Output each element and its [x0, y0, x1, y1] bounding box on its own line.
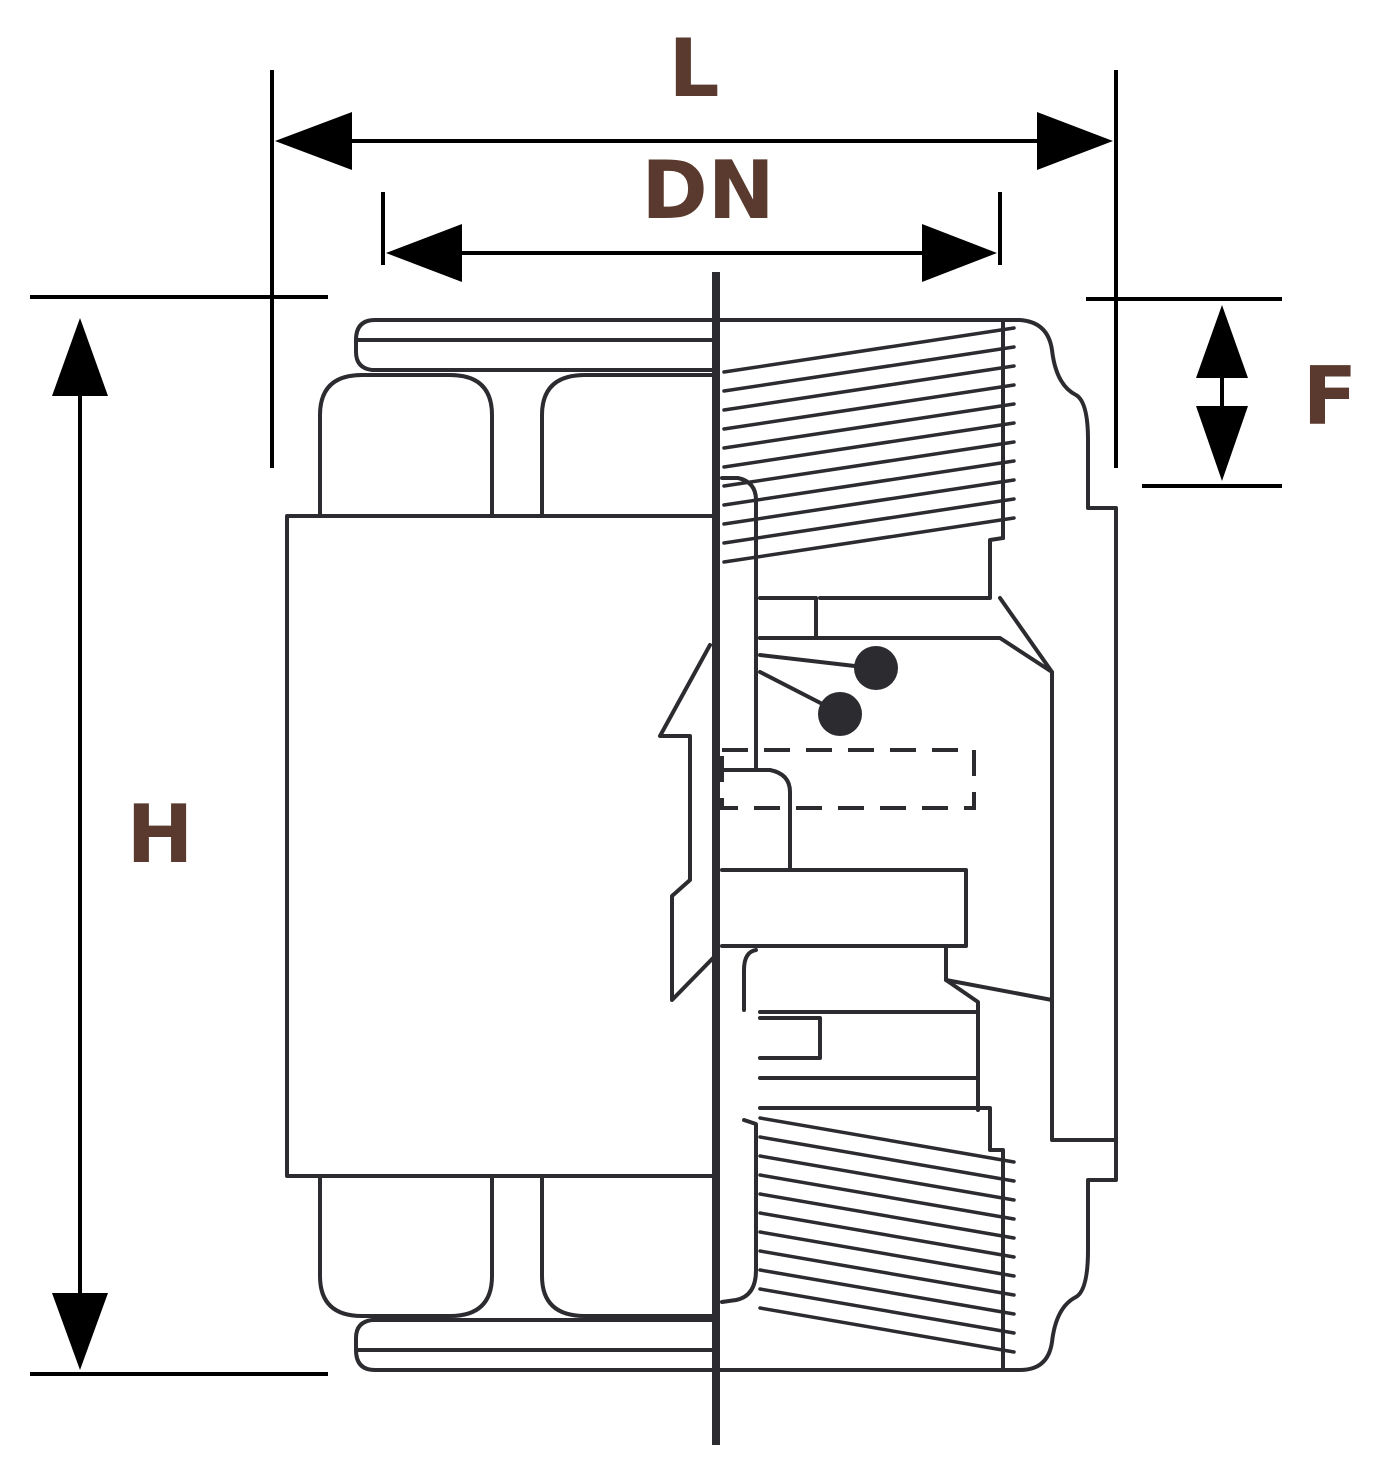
pin-upper	[758, 653, 874, 670]
thread-line-lower-4	[758, 1192, 1016, 1240]
arrowhead-dn-left	[386, 224, 462, 282]
thread-line-lower-1	[758, 1135, 1016, 1183]
thread-line-upper-2	[722, 364, 1016, 412]
thread-line-upper-4	[722, 402, 1016, 450]
lower-stem-shoulder	[742, 948, 758, 1012]
arrowhead-dn-right	[922, 224, 997, 282]
arrowhead-bottom	[52, 1293, 108, 1370]
bottom-hex-flat-left	[318, 1174, 494, 1318]
lower-thread-boundary	[758, 1106, 1005, 1372]
label-height: H	[127, 788, 194, 881]
spring-seat	[720, 768, 792, 872]
thread-line-upper-8	[722, 478, 1016, 526]
top-hex-flat-left	[318, 373, 494, 518]
outer-body-profile	[714, 318, 1118, 1372]
hidden-spring-outline	[720, 748, 976, 810]
thread-line-lower-6	[758, 1230, 1016, 1278]
thread-hatching-lower	[758, 1116, 1016, 1354]
valve-section-half	[658, 318, 1118, 1372]
arrowhead-f-bottom	[1196, 406, 1248, 481]
label-thread: F	[1303, 350, 1358, 443]
lower-stem-guide	[720, 1118, 758, 1304]
thread-line-lower-0	[758, 1116, 1016, 1164]
arrowhead-top	[52, 318, 108, 396]
thread-line-lower-5	[758, 1211, 1016, 1259]
pin-head-lower	[818, 692, 862, 736]
arrowhead-f-top	[1196, 305, 1248, 378]
dimension-nominal-diameter	[381, 192, 1002, 282]
pin-head-upper	[854, 646, 898, 690]
label-nominal-diameter: DN	[641, 144, 774, 237]
valve-exterior-half	[285, 318, 718, 1372]
upper-chamber-wall	[758, 636, 1054, 992]
thread-line-lower-8	[758, 1268, 1016, 1316]
thread-line-upper-5	[722, 421, 1016, 469]
top-hex-flat-right	[540, 373, 718, 518]
thread-line-upper-6	[722, 440, 1016, 488]
dimension-length	[270, 70, 1118, 468]
lower-small-slot	[758, 1016, 822, 1060]
guide-plate	[720, 868, 968, 948]
upper-small-slot	[758, 596, 818, 640]
arrowhead-right	[1037, 112, 1113, 170]
thread-hatching-upper	[722, 326, 1016, 564]
thread-line-lower-2	[758, 1154, 1016, 1202]
upper-seat-step	[818, 536, 1005, 600]
disc-profile	[658, 643, 718, 1002]
thread-line-upper-0	[722, 326, 1016, 374]
thread-line-upper-9	[722, 497, 1016, 545]
thread-line-upper-3	[722, 383, 1016, 431]
thread-line-lower-7	[758, 1249, 1016, 1297]
bottom-hex-flat-right	[540, 1174, 718, 1318]
top-rim	[354, 318, 718, 372]
lower-inner-wall	[1050, 988, 1118, 1142]
thread-line-upper-10	[722, 516, 1016, 564]
label-length: L	[669, 22, 720, 115]
thread-line-upper-7	[722, 459, 1016, 507]
thread-line-lower-3	[758, 1173, 1016, 1221]
thread-line-lower-10	[758, 1306, 1016, 1354]
dimension-height	[30, 295, 328, 1376]
bottom-rim	[354, 1318, 718, 1372]
thread-line-upper-1	[722, 345, 1016, 393]
upper-chamfer	[998, 596, 1054, 674]
body-rectangle	[285, 514, 718, 1178]
thread-line-lower-9	[758, 1287, 1016, 1335]
lower-chamfer-inner	[944, 978, 980, 1112]
dimension-thread	[1086, 297, 1282, 488]
arrowhead-left	[275, 112, 352, 170]
